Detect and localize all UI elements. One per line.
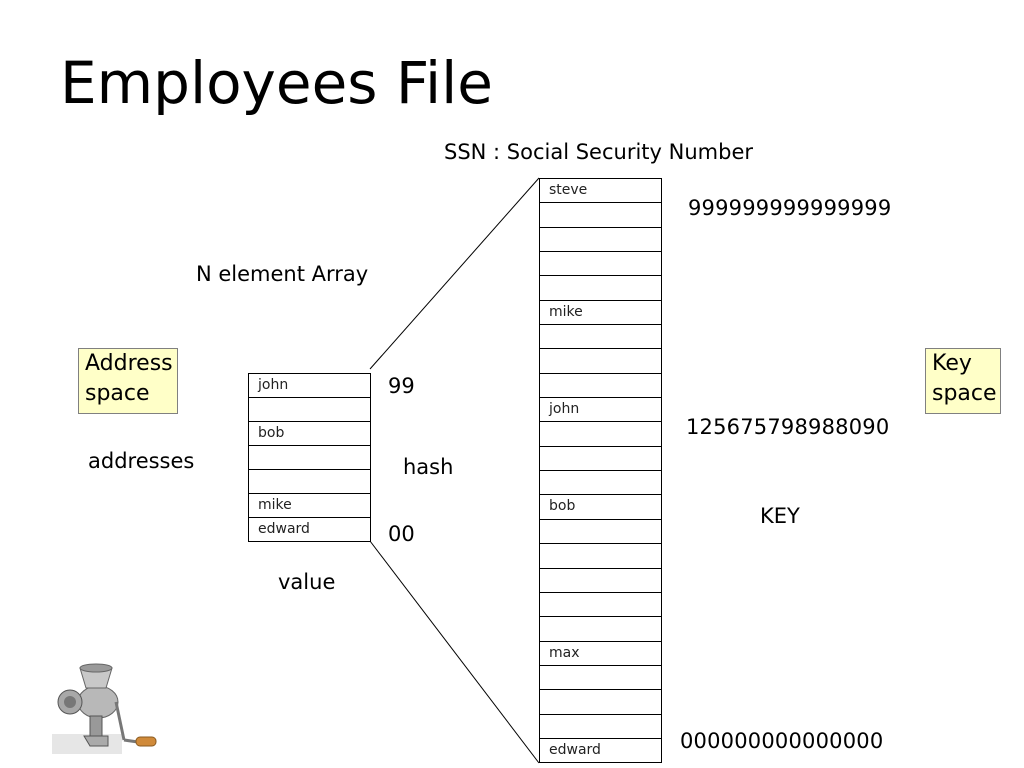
key-array-cell [540, 276, 662, 301]
key-array-cell [540, 349, 662, 374]
key-space-label: Key space [925, 348, 1001, 414]
key-array-cell [540, 373, 662, 399]
key-array-cell: max [540, 641, 662, 666]
key-array-cell: bob [540, 495, 662, 520]
key-array-cell [540, 544, 662, 569]
address-array-cell [249, 446, 371, 470]
key-array-cell [540, 592, 662, 618]
array-caption: N element Array [196, 262, 369, 286]
address-space-label: Address space [78, 348, 178, 414]
key-array-cell [540, 519, 662, 545]
key-min-value: 000000000000000 [680, 729, 884, 753]
key-array-cell [540, 471, 662, 496]
key-array-cell: steve [540, 179, 662, 204]
address-array-cell [249, 398, 371, 422]
page-title: Employees File [60, 49, 493, 117]
key-array-cell [540, 714, 662, 739]
address-array-cell: mike [249, 494, 371, 518]
key-space-line-1: Key [932, 351, 972, 376]
key-array-cell: edward [540, 738, 662, 764]
hash-label: hash [403, 455, 454, 479]
address-array-cell: bob [249, 422, 371, 446]
address-low-label: 00 [388, 522, 415, 546]
address-array: john bob mike edward [248, 373, 371, 542]
key-array-cell [540, 227, 662, 253]
key-max-value: 999999999999999 [688, 196, 892, 220]
address-array-cell: edward [249, 518, 371, 542]
ssn-caption: SSN : Social Security Number [444, 140, 754, 164]
key-array-cell [540, 568, 662, 593]
address-array-cell: john [249, 374, 371, 398]
address-high-label: 99 [388, 374, 415, 398]
key-space-array: steve mike john bob max edward [539, 178, 662, 764]
upper-connector-line [369, 177, 540, 370]
key-array-cell: john [540, 398, 662, 423]
key-array-cell [540, 325, 662, 350]
meat-grinder-icon [52, 663, 157, 754]
key-array-cell [540, 252, 662, 277]
value-label: value [278, 570, 336, 594]
key-array-cell: mike [540, 300, 662, 326]
key-array-cell [540, 617, 662, 642]
key-array-cell [540, 203, 662, 228]
key-label: KEY [760, 504, 800, 528]
address-array-cell [249, 470, 371, 494]
key-space-line-2: space [932, 381, 997, 406]
lower-connector-line [369, 540, 540, 764]
addresses-label: addresses [88, 449, 195, 473]
key-array-cell [540, 446, 662, 472]
address-space-line-2: space [85, 381, 150, 406]
key-array-cell [540, 422, 662, 447]
key-mid-value: 125675798988090 [686, 415, 890, 439]
key-array-cell [540, 665, 662, 691]
address-space-line-1: Address [85, 351, 173, 376]
key-array-cell [540, 690, 662, 715]
